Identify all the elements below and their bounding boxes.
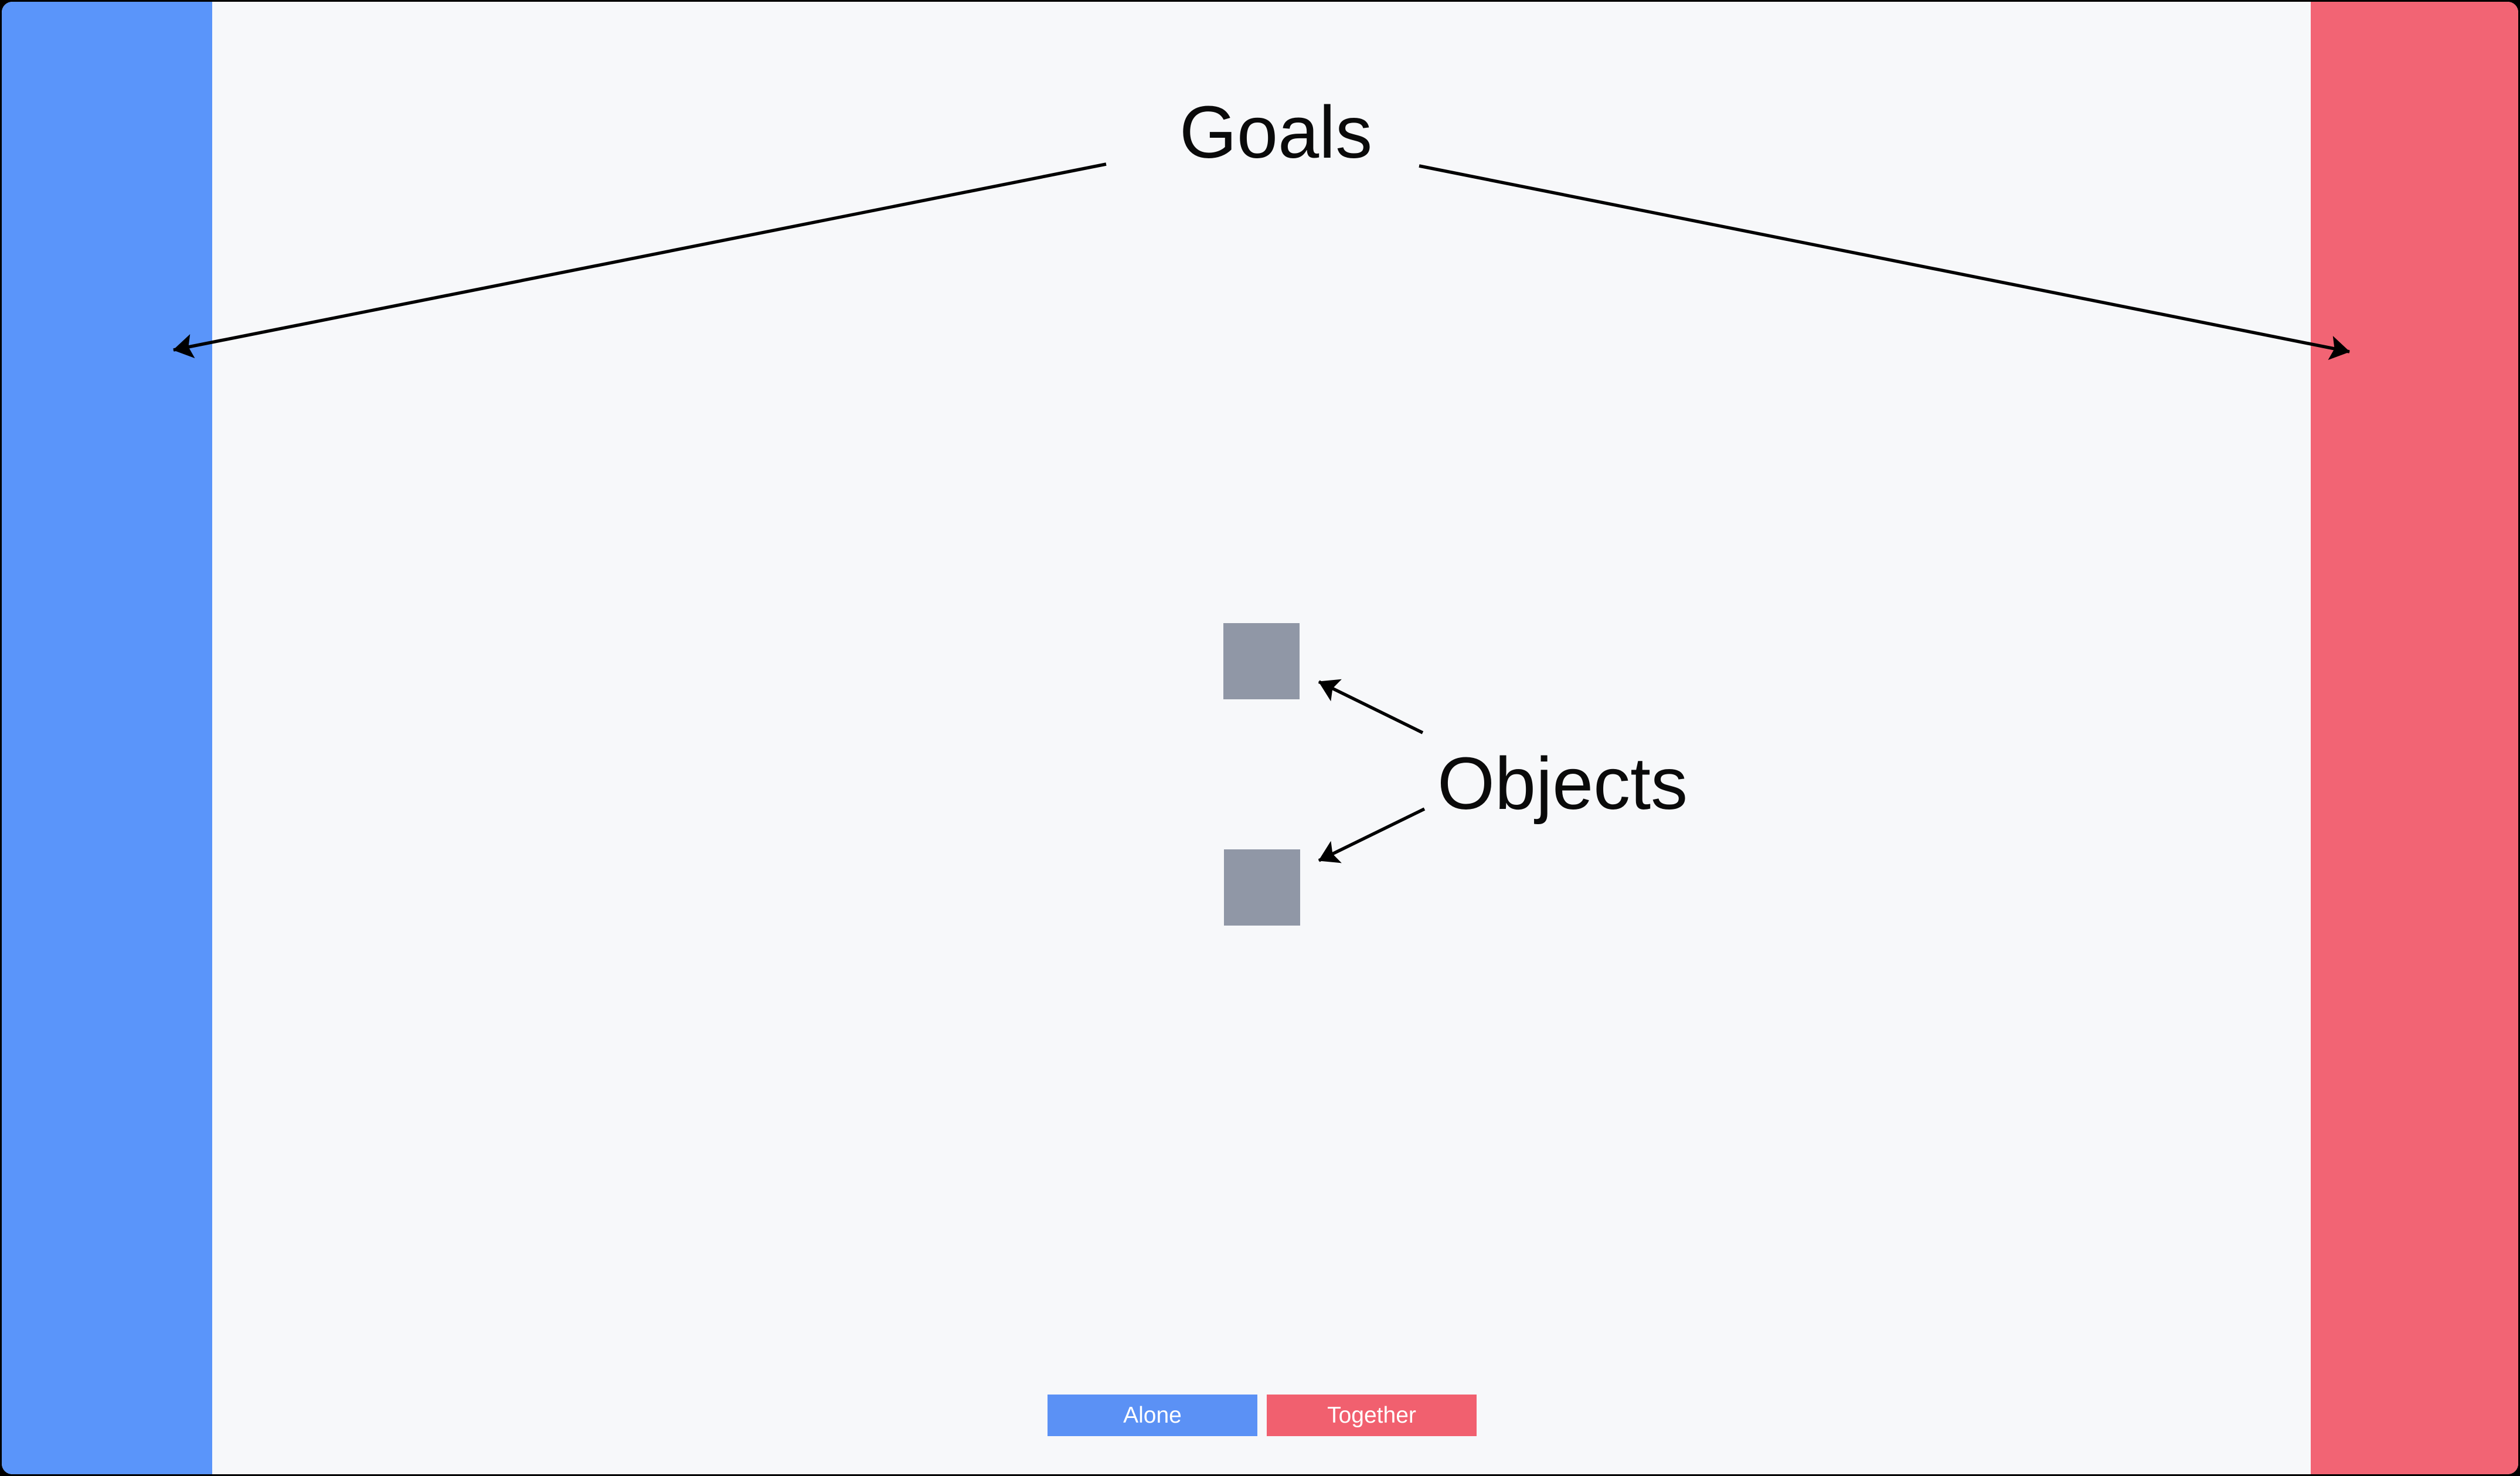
goals-label: Goals [1179,91,1373,174]
together-button[interactable]: Together [1267,1395,1477,1436]
alone-button[interactable]: Alone [1048,1395,1257,1436]
goal-zone-right[interactable] [2311,2,2518,1474]
goal-zone-left[interactable] [2,2,212,1474]
draggable-object-1[interactable] [1223,623,1300,699]
objects-label: Objects [1437,742,1688,825]
draggable-object-2[interactable] [1224,849,1300,926]
